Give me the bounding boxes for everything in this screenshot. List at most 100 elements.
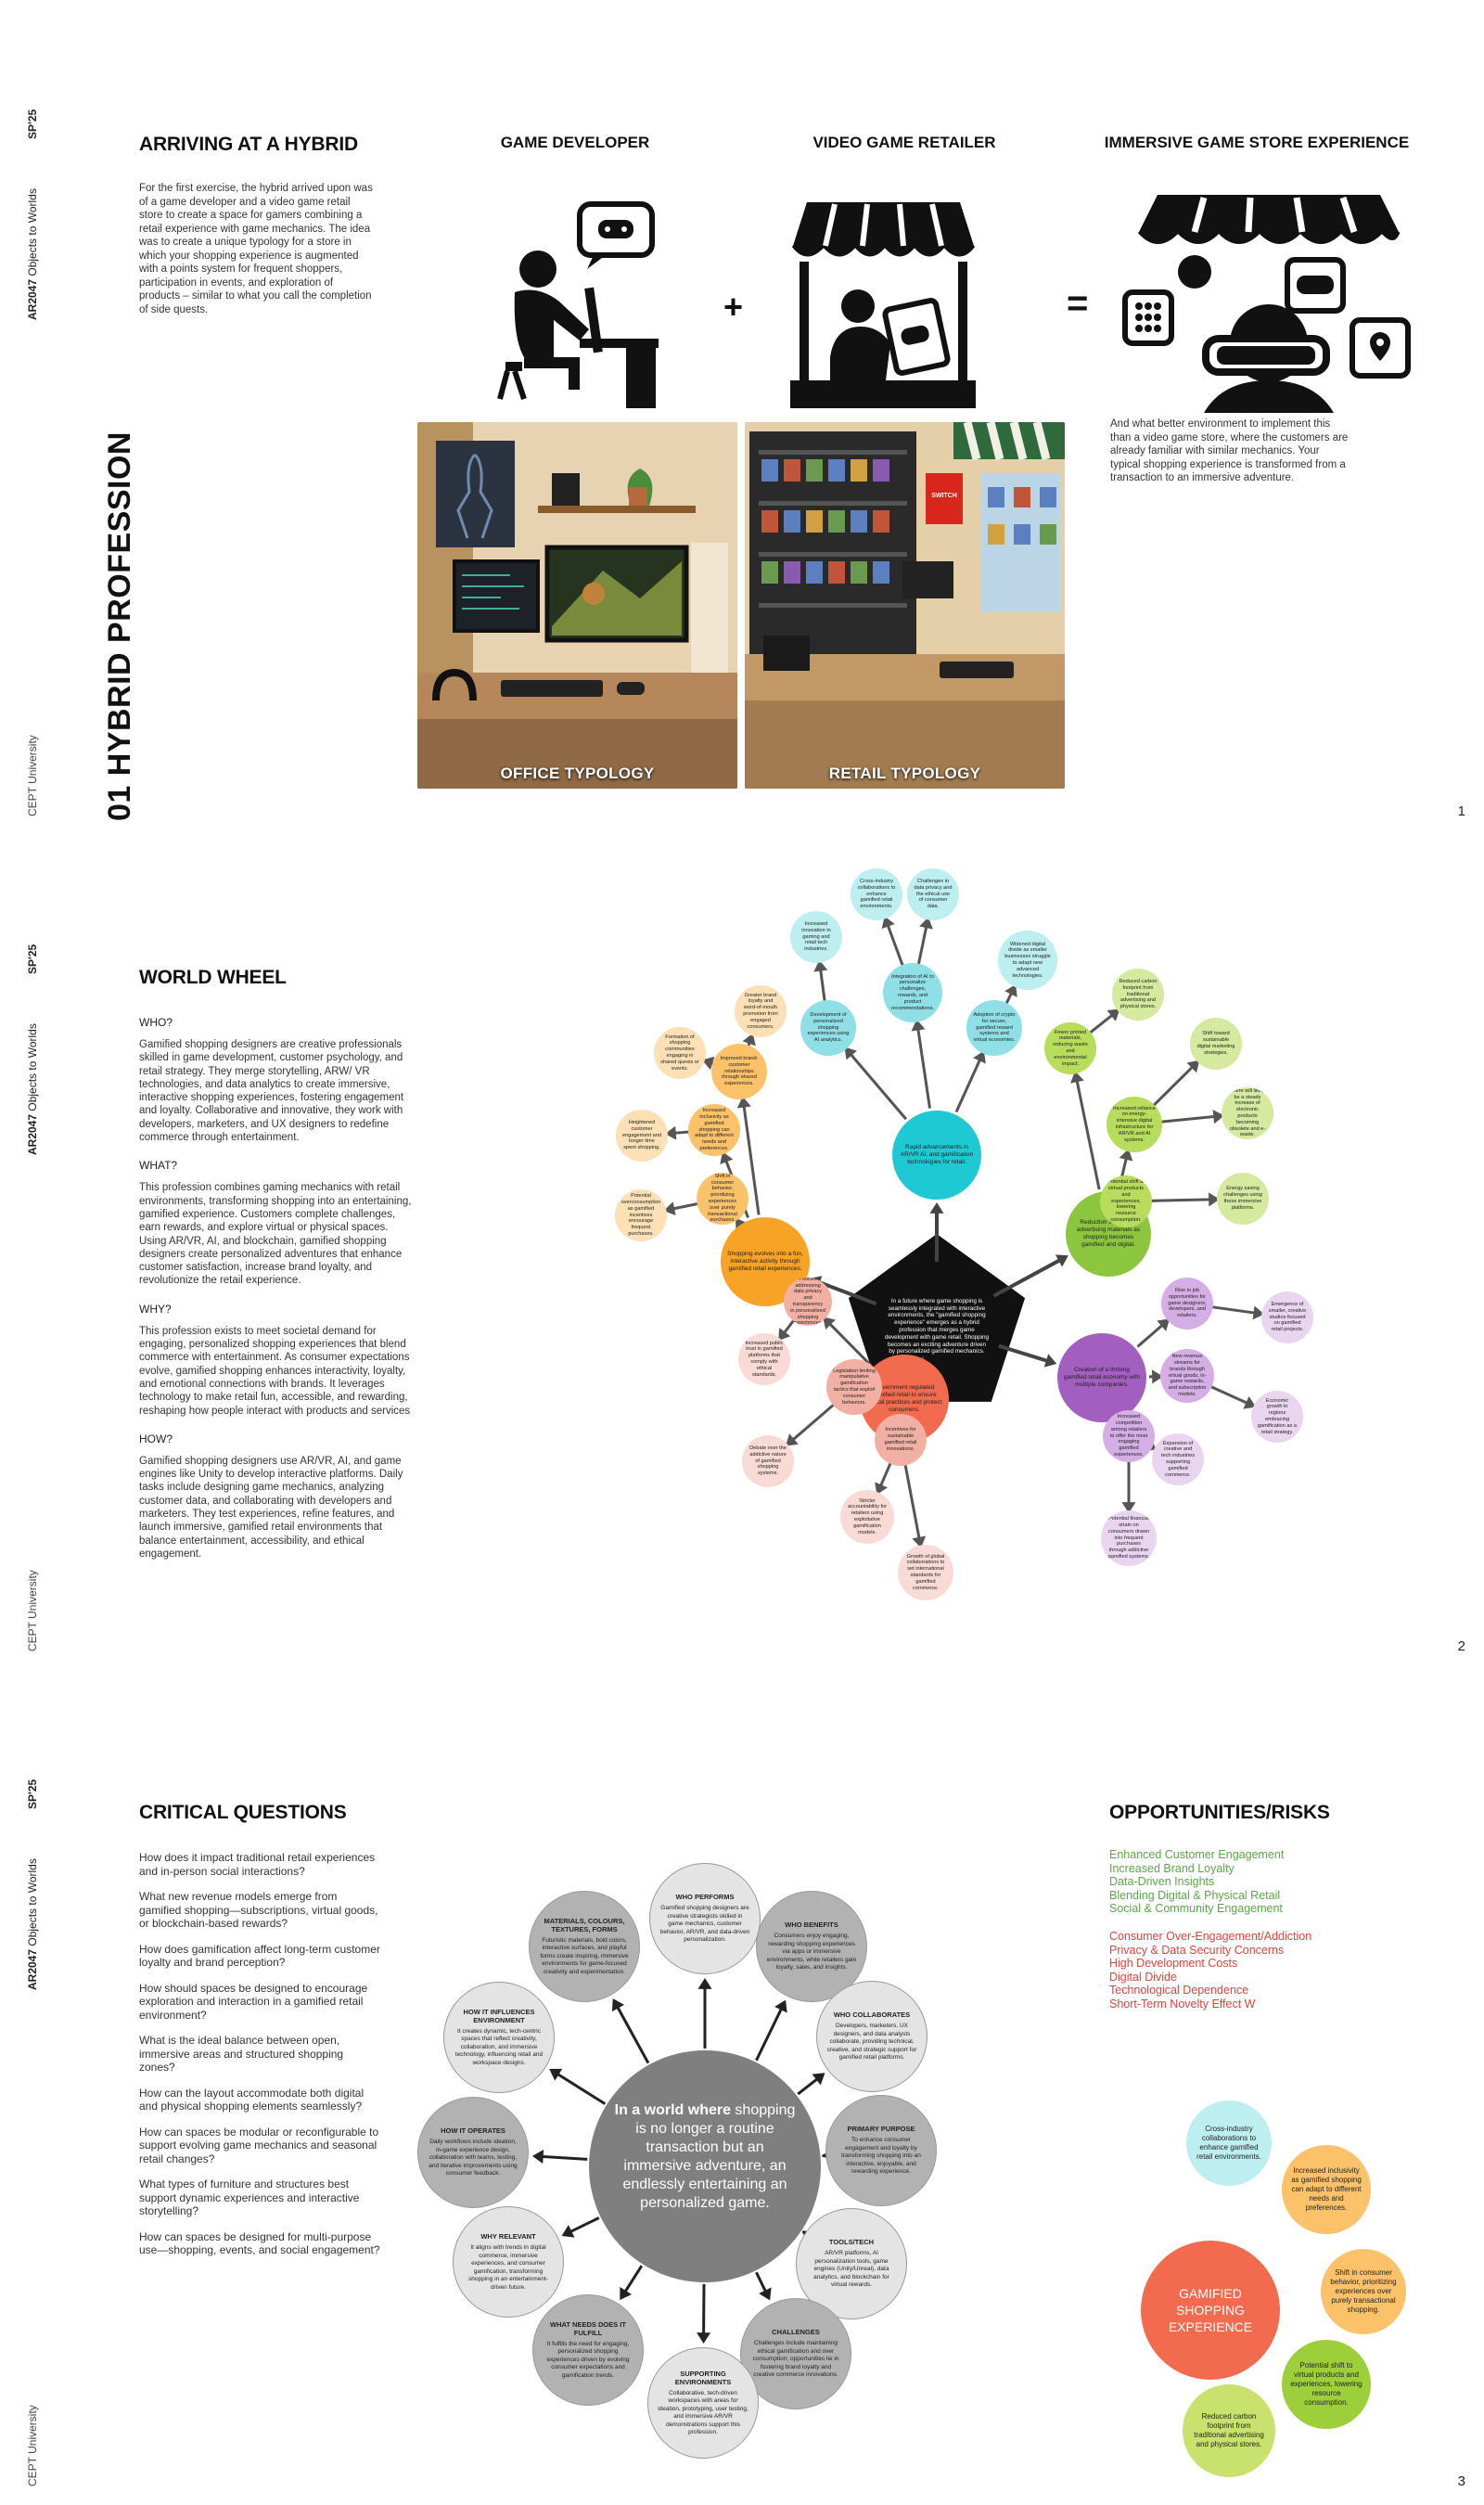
critical-question: How can spaces be designed for multi-pur… [139, 2229, 380, 2257]
section-body: Gamified shopping designers use AR/VR, A… [139, 1455, 403, 1560]
petal-title: HOW IT INFLUENCES ENVIRONMENT [463, 2007, 535, 2024]
impact-bubble: Cross-industry collaborations to enhance… [851, 868, 902, 920]
critical-question-petals: In a world where shopping is no longer a… [408, 1856, 937, 2486]
connector-arrow [1148, 1369, 1164, 1384]
section-heading: WHAT? [139, 1159, 178, 1173]
section-body: This profession combines gaming mechanic… [139, 1182, 412, 1287]
opportunity-item: Increased Brand Loyalty [1109, 1861, 1235, 1875]
cluster-bubble: Reduced carbon footprint from traditiona… [1183, 2384, 1275, 2477]
impact-bubble: Reduced carbon footprint from traditiona… [1112, 969, 1164, 1021]
risk-item: High Development Costs [1109, 1957, 1238, 1970]
impact-bubble: Increased competition among retailers to… [1103, 1410, 1155, 1462]
critical-questions-list: How does it impact traditional retail ex… [139, 1851, 380, 2269]
hub-bubble: Creation of a thriving gamified retail e… [1057, 1333, 1146, 1422]
world-wheel-nodes: In a future where game shopping is seaml… [519, 835, 1354, 1670]
impact-bubble: Widened digital divide as smaller busine… [998, 931, 1057, 990]
center-circle [589, 2050, 821, 2282]
impact-bubble: Increased reliance on energy-intensive d… [1107, 1097, 1162, 1152]
connector-arrow [531, 2150, 588, 2165]
petal-title: WHO BENEFITS [785, 1920, 838, 1930]
section-body: This profession exists to meet societal … [139, 1325, 411, 1417]
risk-item: Consumer Over-Engagement/Addiction [1109, 1930, 1312, 1943]
center-bold: In a world where [614, 2102, 731, 2118]
impact-bubble: Incentives for sustainable gamified reta… [875, 1414, 927, 1466]
cluster-bubble: Shift in consumer behavior, prioritizing… [1321, 2249, 1406, 2334]
col-game-retailer: VIDEO GAME RETAILER [812, 134, 996, 151]
risk-item: Digital Divide [1109, 1970, 1177, 1984]
impact-bubble: Potential overconsumption as gamified in… [615, 1189, 667, 1241]
university-label: CEPT University [26, 735, 39, 816]
petal-title: WHY RELEVANT [480, 2232, 536, 2241]
critical-question: How does gamification affect long-term c… [139, 1942, 380, 1970]
course-label: AR2047 Objects to Worlds [26, 188, 39, 320]
world-wheel-text: WHO?Gamified shopping designers are crea… [139, 1016, 417, 1575]
connector-arrow [561, 2216, 600, 2238]
petal-description: Consumers enjoy engaging, rewarding shop… [766, 1933, 857, 1972]
connector-arrow [549, 2068, 607, 2105]
impact-bubble: Expansion of creative and tech industrie… [1152, 1433, 1204, 1485]
cluster-center-bubble: GAMIFIED SHOPPING EXPERIENCE [1141, 2241, 1280, 2380]
impact-bubble: Heightened customer engagement and longe… [616, 1110, 668, 1162]
sidebar: SP'25 AR2047 Objects to Worlds CEPT Univ… [20, 0, 58, 835]
retail-photo: SWITCH RETAIL TYPOLOGY [745, 422, 1065, 789]
impact-bubble: Growth of global collaborations to set i… [898, 1545, 953, 1600]
connector-arrow [663, 1201, 700, 1215]
connector-arrow [998, 1343, 1057, 1368]
petal-title: WHO PERFORMS [675, 1893, 735, 1902]
opportunity-item: Data-Driven Insights [1109, 1875, 1215, 1888]
impact-bubble: Increased innovation in gaming and retai… [790, 911, 842, 963]
petal-description: Daily workflows include ideation, in-gam… [429, 2139, 518, 2177]
impact-bubble: Fewer printed materials, reducing waste … [1044, 1022, 1096, 1074]
page-number: 1 [1457, 803, 1465, 819]
connector-arrow [785, 1402, 837, 1446]
petal-description: AR/VR platforms, AI personalization tool… [813, 2250, 889, 2289]
opportunity-item: Social & Community Engagement [1109, 1902, 1283, 1915]
center-rest: shopping is no longer a routine transact… [622, 2102, 796, 2211]
opportunity-item: Blending Digital & Physical Retail [1109, 1888, 1281, 1902]
developer-at-desk-icon [497, 201, 659, 408]
petal-description: It aligns with trends in digital commerc… [467, 2244, 548, 2291]
vertical-title: 01 HYBRID PROFESSION [102, 431, 137, 821]
petal-description: It fulfills the need for engaging, perso… [546, 2340, 630, 2379]
petal-title: CHALLENGES [772, 2328, 820, 2337]
page-number: 3 [1457, 2473, 1465, 2489]
connector-arrow [823, 1317, 873, 1367]
page-hybrid-profession: SP'25 AR2047 Objects to Worlds CEPT Univ… [0, 0, 1484, 835]
university-label: CEPT University [26, 1570, 39, 1651]
term-label: SP'25 [26, 109, 39, 139]
university-label: CEPT University [26, 2405, 39, 2486]
center-statement: In a future where game shopping is seaml… [885, 1297, 990, 1355]
critical-question-diagram [531, 1978, 834, 2344]
connector-arrow [929, 1202, 944, 1262]
plus-sign: + [723, 288, 744, 326]
question-petal: WHO PERFORMS Gamified shopping designers … [649, 1863, 761, 1974]
connector-arrow [1158, 1110, 1225, 1124]
petal-description: Collaborative, tech-driven workspaces wi… [658, 2389, 748, 2436]
heading-world-wheel: WORLD WHEEL [139, 967, 287, 988]
storefront-retailer-icon [790, 202, 976, 408]
vr-store-icon [1122, 195, 1411, 413]
petal-description: It creates dynamic, tech-centric spaces … [454, 2027, 544, 2066]
impact-bubble: Debate over the addictive nature of gami… [742, 1435, 794, 1487]
connector-arrow [1087, 1008, 1120, 1035]
intro-text: For the first exercise, the hybrid arriv… [139, 183, 373, 315]
critical-question: How does it impact traditional retail ex… [139, 1851, 376, 1878]
connector-arrow [797, 2073, 825, 2096]
petal-description: Gamified shopping designers are creative… [659, 1905, 750, 1944]
impact-bubble: Shift toward sustainable digital marketi… [1190, 1018, 1242, 1070]
connector-arrow [954, 1050, 986, 1113]
petal-title: MATERIALS, COLOURS, TEXTURES, FORMS [544, 1916, 625, 1933]
impact-bubble: Emergence of smaller, creative studios f… [1261, 1291, 1313, 1343]
section-heading: HOW? [139, 1432, 173, 1445]
section-heading: WHO? [139, 1016, 173, 1029]
outro-text: And what better environment to implement… [1110, 418, 1349, 483]
critical-question: How can the layout accommodate both digi… [139, 2086, 365, 2113]
connector-arrow [1148, 1192, 1221, 1207]
risk-item: Privacy & Data Security Concerns [1109, 1943, 1285, 1957]
